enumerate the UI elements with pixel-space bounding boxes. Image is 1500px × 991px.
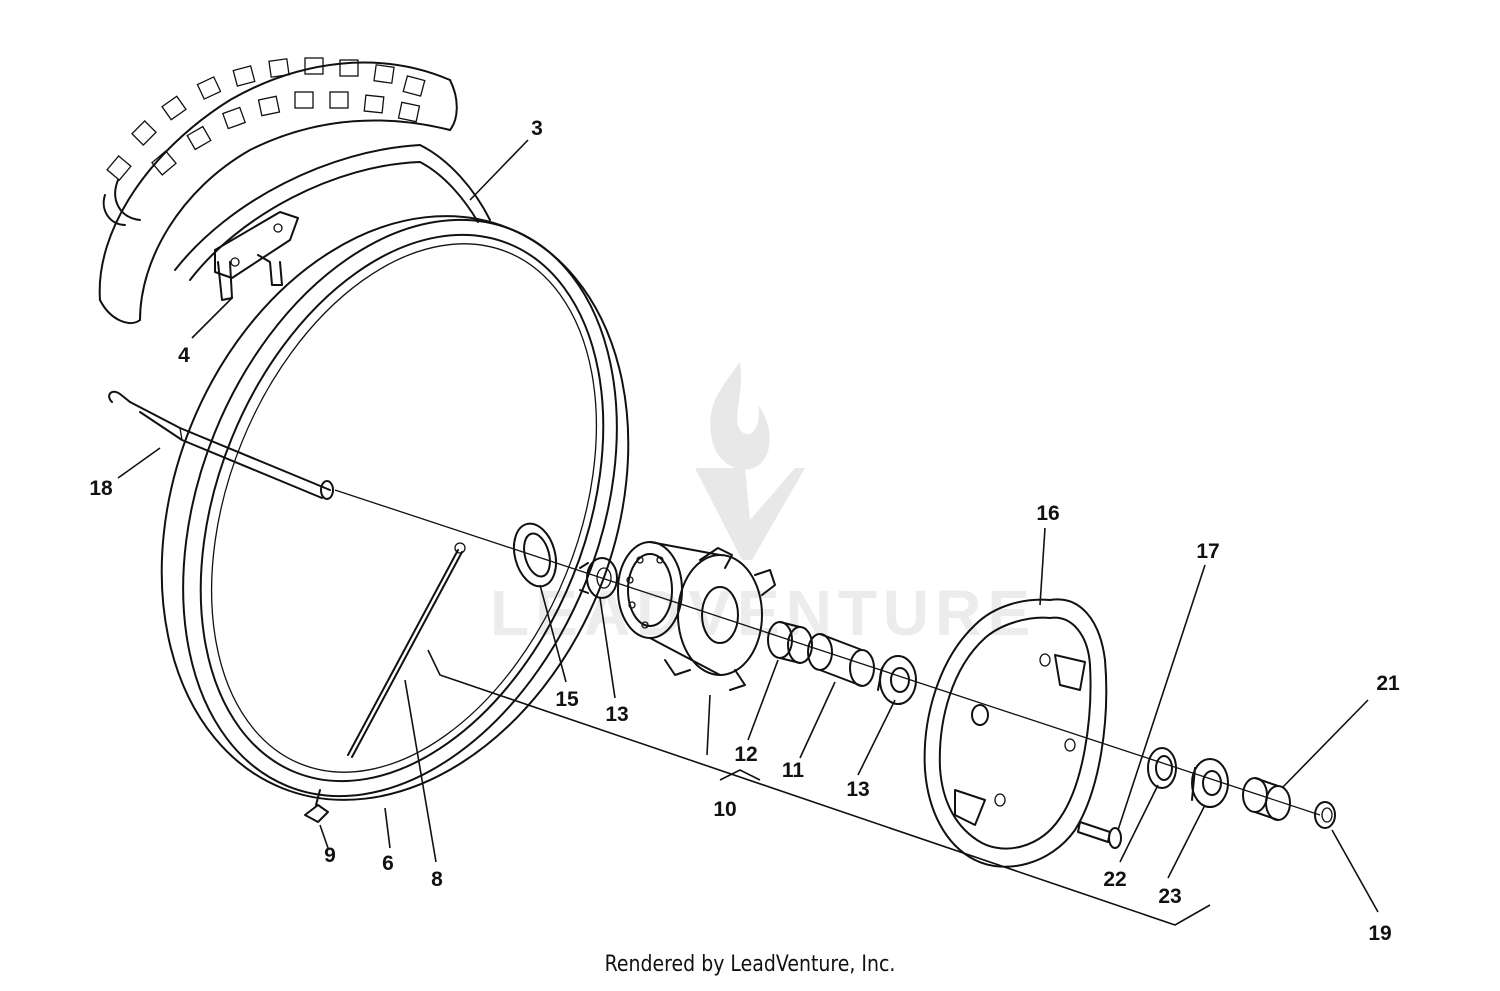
rim-lock [214,211,299,301]
callout-6: 6 [382,852,394,875]
rim [160,215,630,801]
bearing-left [579,557,618,599]
rim-band [174,144,491,281]
bearing-right [877,655,917,705]
callout-22: 22 [1103,868,1126,891]
callout-17: 17 [1196,540,1219,563]
axle [108,390,1321,816]
callout-23: 23 [1158,885,1181,908]
leadventure-watermark: LEADVENTURE [490,362,1030,649]
axle-nut [1314,801,1336,829]
callouts: 3 4 18 9 6 8 15 13 12 11 10 13 16 17 21 … [89,117,1400,945]
spacer [767,621,813,664]
bearing-23 [1191,758,1229,808]
callout-18: 18 [89,477,113,500]
callout-15: 15 [555,688,579,711]
oil-seal [512,522,558,588]
callout-13-left: 13 [605,703,628,726]
collar [807,633,875,687]
callout-16: 16 [1036,502,1059,525]
callout-8: 8 [431,868,443,891]
footer-credit: Rendered by LeadVenture, Inc. [604,952,896,977]
disc-bolt [1077,821,1122,849]
callout-13-right: 13 [846,778,869,801]
spoke [347,542,466,758]
callout-3: 3 [531,117,543,140]
leader-lines [117,139,1379,926]
callout-12: 12 [734,743,757,766]
spoke-nipple [304,789,329,823]
hub [617,541,776,691]
callout-10: 10 [713,798,736,821]
callout-9: 9 [324,844,336,867]
callout-4: 4 [178,344,190,367]
tire [98,57,458,325]
callout-11: 11 [782,759,805,782]
oil-seal-right [1147,747,1177,789]
collar-21 [1242,777,1291,821]
callout-19: 19 [1368,922,1391,945]
brake-disc [923,598,1108,868]
callout-21: 21 [1376,672,1400,695]
